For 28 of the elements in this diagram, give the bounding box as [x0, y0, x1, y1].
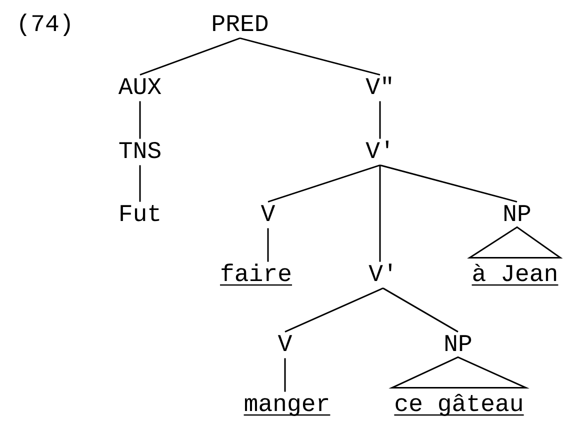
leaf-word: ce gâteau [394, 394, 524, 416]
category-label: V [260, 205, 276, 221]
branch-line [380, 164, 518, 203]
leaf-word: manger [244, 398, 330, 416]
branch-line [240, 37, 380, 76]
branch-line [379, 165, 381, 262]
category-label: Fut [120, 205, 160, 222]
category-label: V [278, 335, 292, 351]
branch-line [379, 101, 381, 139]
branch-line [284, 358, 286, 392]
category-label: V" [366, 76, 392, 94]
branch-line [139, 101, 141, 139]
branch-line [268, 164, 380, 202]
example-number: (74) [20, 14, 70, 36]
category-label: NP [446, 335, 472, 351]
branch-line [139, 165, 141, 202]
category-label: V' [368, 264, 392, 281]
category-label: PRED [213, 15, 268, 31]
branch-line [267, 228, 269, 262]
branch-line [284, 288, 384, 332]
branch-line [382, 288, 458, 332]
category-label: NP [504, 205, 530, 221]
branch-line [140, 38, 240, 76]
category-label: AUX [118, 78, 162, 94]
leaf-word: à Jean [472, 264, 558, 286]
leaf-word: faire [220, 264, 292, 286]
category-label: V' [366, 140, 388, 158]
category-label: TNS [119, 142, 160, 158]
